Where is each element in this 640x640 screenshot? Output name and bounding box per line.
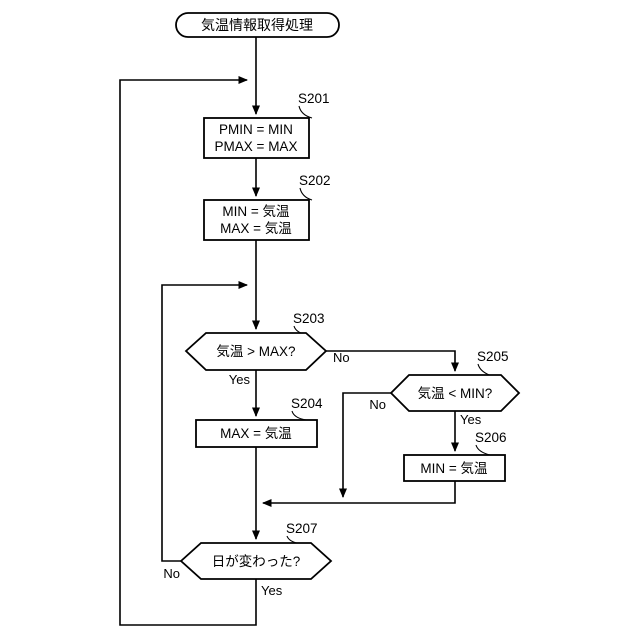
edge-s207-yes-loop xyxy=(119,76,257,626)
s207-text: 日が変わった? xyxy=(212,553,301,569)
s207-yes-label: Yes xyxy=(261,583,283,598)
node-s201: PMIN = MIN PMAX = MAX S201 xyxy=(203,91,330,159)
s202-text-line2: MAX = 気温 xyxy=(220,221,292,236)
s202-step-tag: S202 xyxy=(299,173,331,188)
node-s203: 気温 > MAX? S203 Yes No xyxy=(184,311,350,387)
s202-text-line1: MIN = 気温 xyxy=(222,204,289,219)
node-s202: MIN = 気温 MAX = 気温 S202 xyxy=(203,173,331,241)
edge-s207-no-loop xyxy=(161,281,248,562)
node-s206: MIN = 気温 S206 xyxy=(403,430,507,482)
s205-hexagon xyxy=(389,374,521,412)
s201-step-tag: S201 xyxy=(298,91,330,106)
s201-leader xyxy=(298,105,313,119)
start-terminal-label: 気温情報取得処理 xyxy=(201,17,313,33)
s204-box xyxy=(195,419,318,448)
s203-step-tag: S203 xyxy=(293,311,325,326)
s207-hexagon xyxy=(179,542,333,580)
s205-text: 気温 < MIN? xyxy=(418,386,493,401)
s205-no-label: No xyxy=(369,397,386,412)
edge-s205-no-to-merge xyxy=(339,392,391,498)
s205-step-tag: S205 xyxy=(477,349,509,364)
s203-no-label: No xyxy=(333,350,350,365)
s203-yes-label: Yes xyxy=(229,372,251,387)
s206-text: MIN = 気温 xyxy=(420,461,487,476)
flow-edges xyxy=(119,37,459,626)
node-s205: 気温 < MIN? S205 Yes No xyxy=(369,349,521,427)
s201-text-line2: PMAX = MAX xyxy=(215,139,298,154)
s203-text: 気温 > MAX? xyxy=(216,344,295,359)
s204-leader xyxy=(291,410,307,421)
s203-hexagon xyxy=(184,332,328,371)
node-s204: MAX = 気温 S204 xyxy=(195,396,323,448)
s202-box xyxy=(203,199,310,241)
s202-leader xyxy=(299,187,313,201)
s207-step-tag: S207 xyxy=(286,521,318,536)
s205-yes-label: Yes xyxy=(460,412,482,427)
s206-box xyxy=(403,454,506,482)
s201-box xyxy=(203,117,310,159)
node-s207: 日が変わった? S207 Yes No xyxy=(163,521,333,598)
s204-text: MAX = 気温 xyxy=(220,426,292,441)
s201-text-line1: PMIN = MIN xyxy=(219,122,293,137)
node-start: 気温情報取得処理 xyxy=(175,12,340,38)
start-terminal-shape xyxy=(175,12,340,38)
s206-step-tag: S206 xyxy=(475,430,507,445)
edge-s206-to-spine xyxy=(262,481,456,507)
s207-no-label: No xyxy=(163,566,180,581)
edge-s203-no-to-s205 xyxy=(326,350,459,372)
s204-step-tag: S204 xyxy=(291,396,323,411)
s206-leader xyxy=(475,444,491,456)
